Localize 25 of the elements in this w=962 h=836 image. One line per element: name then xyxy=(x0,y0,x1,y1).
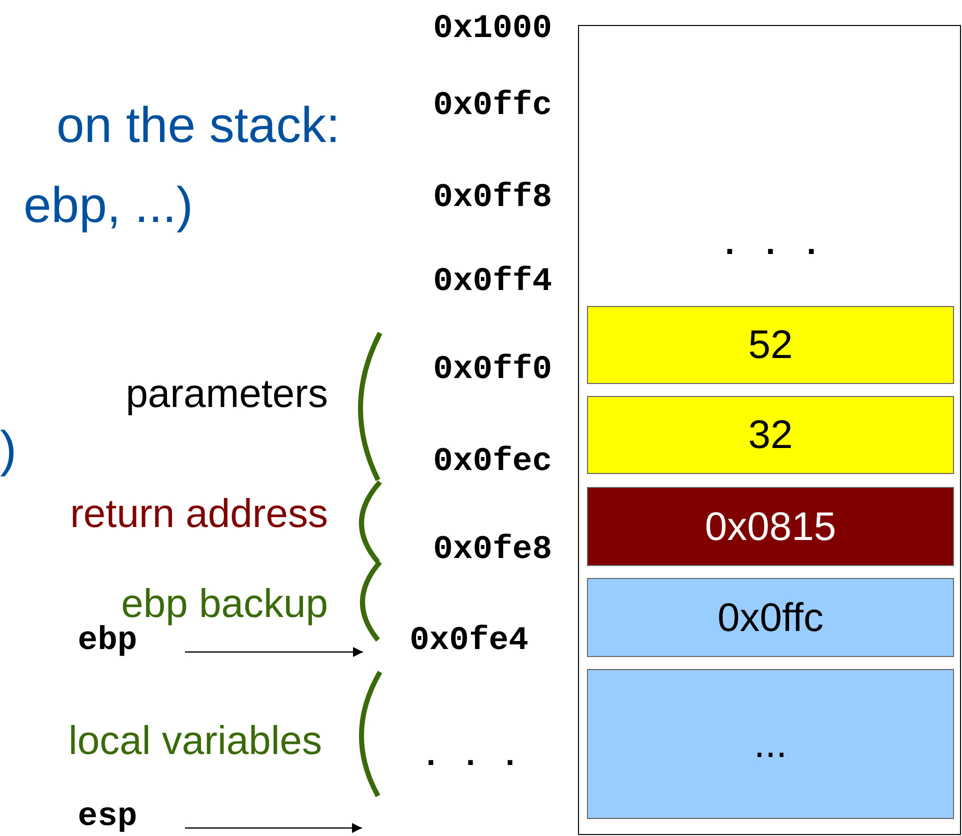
address-label: 0x0ffc xyxy=(433,89,552,122)
address-label: 0x1000 xyxy=(433,12,552,45)
address-label: 0x0ff0 xyxy=(433,353,552,386)
heading-text: on the stack: xyxy=(56,100,340,150)
register-name: esp xyxy=(60,796,155,836)
stack-cell: 0x0815 xyxy=(587,487,954,566)
address-label: 0x0fe4 xyxy=(383,620,555,660)
stack-cell: 52 xyxy=(587,306,954,384)
stack-column xyxy=(578,25,961,835)
stack-cell: ... xyxy=(587,669,954,819)
pointer-arrow xyxy=(185,823,362,833)
stack-cell: 0x0ffc xyxy=(587,578,954,657)
address-label: 0x0fe8 xyxy=(433,533,552,566)
stack-cell: . . . xyxy=(587,216,954,276)
heading-text: ebp, ...) xyxy=(23,180,193,230)
ellipsis-label: . . . xyxy=(420,740,520,773)
heading-text: ) xyxy=(0,424,17,474)
address-label: 0x0fec xyxy=(433,445,552,478)
region-label: local variables xyxy=(68,721,322,761)
region-label: parameters xyxy=(126,374,328,414)
stack-cell: 32 xyxy=(587,396,954,474)
pointer-arrow xyxy=(185,647,363,657)
address-label: 0x0ff8 xyxy=(433,181,552,214)
address-label: 0x0ff4 xyxy=(433,265,552,298)
region-label: return address xyxy=(70,494,328,534)
